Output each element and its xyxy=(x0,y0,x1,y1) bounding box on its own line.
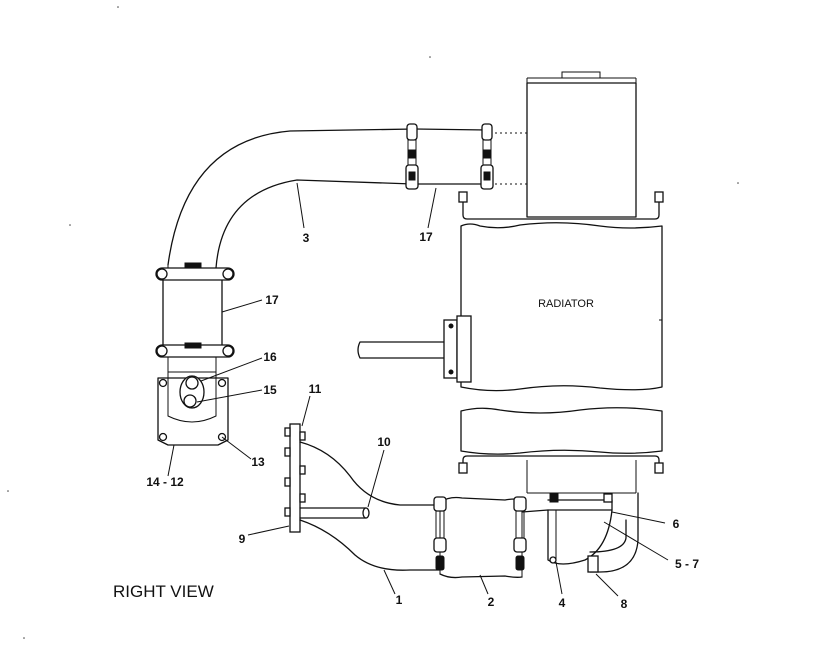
callout-4: 4 xyxy=(559,596,566,610)
callout-16: 16 xyxy=(263,350,277,364)
callout-17-vertical-hose: 17 xyxy=(265,293,279,307)
callout-2: 2 xyxy=(488,595,495,609)
callout-10: 10 xyxy=(377,435,391,449)
callout-17-top-hose: 17 xyxy=(419,230,433,244)
leader-lines xyxy=(167,182,669,597)
callout-9: 9 xyxy=(239,532,246,546)
callout-8: 8 xyxy=(621,597,628,611)
lower-pipe-assembly xyxy=(284,423,639,579)
clamp-top-right xyxy=(480,123,494,190)
callouts: 1 2 3 4 5 - 7 6 8 9 10 11 14 - 12 13 15 … xyxy=(146,230,699,611)
callout-1: 1 xyxy=(396,593,403,607)
vertical-hose xyxy=(155,262,235,372)
clamp-top-left xyxy=(405,123,419,190)
top-tank xyxy=(458,71,664,220)
callout-13: 13 xyxy=(251,455,265,469)
callout-5-7: 5 - 7 xyxy=(675,557,699,571)
callout-11: 11 xyxy=(309,382,322,396)
scan-specks xyxy=(7,6,739,639)
radiator-label: RADIATOR xyxy=(538,298,594,310)
upper-elbow-pipe xyxy=(167,123,494,269)
radiator: RADIATOR xyxy=(357,222,664,494)
callout-3: 3 xyxy=(303,231,310,245)
callout-15: 15 xyxy=(263,383,277,397)
view-title: RIGHT VIEW xyxy=(113,582,214,601)
callout-6: 6 xyxy=(673,517,680,531)
flange-plate xyxy=(157,371,229,446)
callout-14-12: 14 - 12 xyxy=(146,475,184,489)
